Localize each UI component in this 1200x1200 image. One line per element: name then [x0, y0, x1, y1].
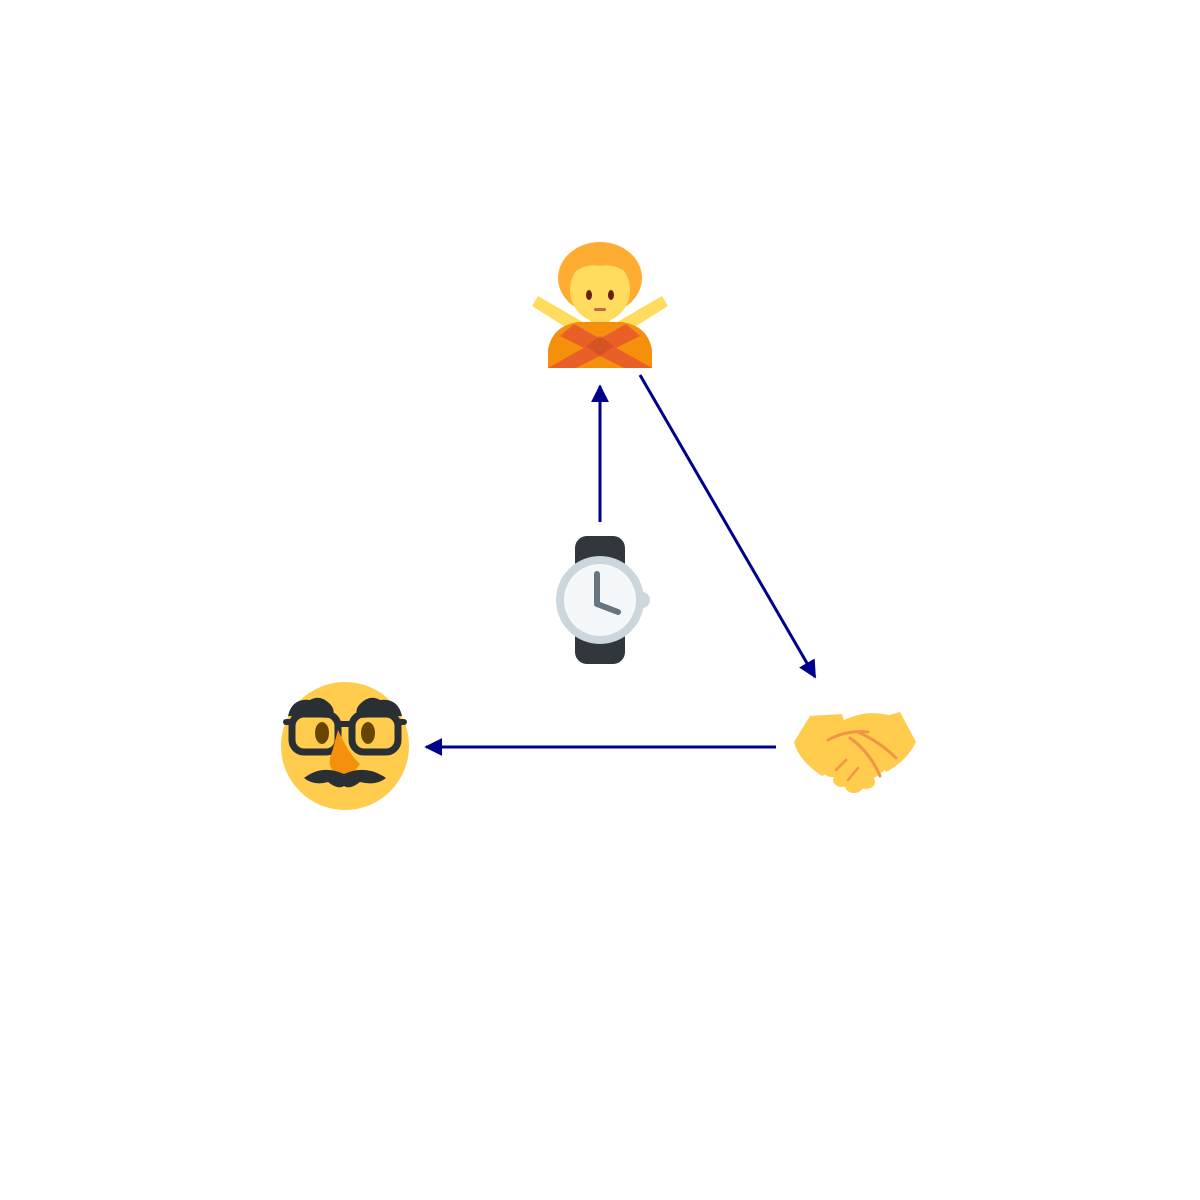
handshake-icon: [794, 712, 916, 793]
node-disguised-face: [281, 682, 409, 810]
disguised-face-icon: [281, 682, 409, 810]
edge-person-gesturing-no-to-handshake: [638, 374, 817, 679]
node-handshake: [794, 712, 916, 793]
node-watch: [556, 536, 650, 664]
watch-icon: [556, 536, 650, 664]
person-gesturing-no-icon: [532, 242, 668, 368]
edges: [424, 374, 817, 756]
node-person-gesturing-no: [532, 242, 668, 368]
